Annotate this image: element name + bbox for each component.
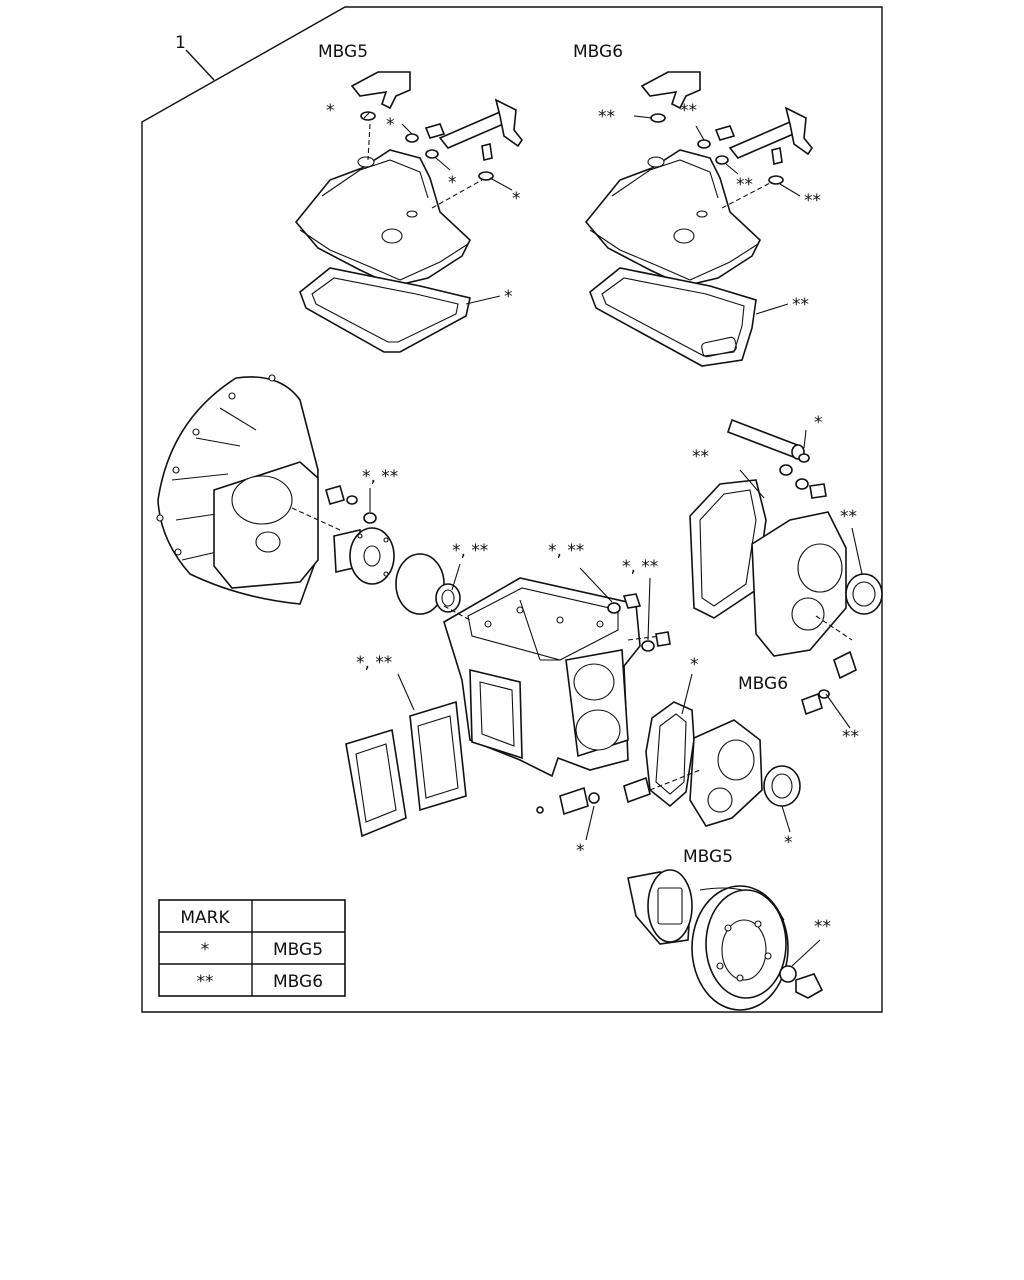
mark-8: ** — [736, 175, 753, 195]
label-mbg5-bottom: MBG5 — [683, 847, 733, 867]
mark-6: ** — [598, 107, 615, 127]
mark-11: *, ** — [362, 467, 398, 487]
side-cover-plates — [345, 700, 467, 838]
mark-12: *, ** — [452, 541, 488, 561]
mark-17: * — [814, 413, 823, 433]
mark-21: * — [576, 841, 585, 861]
mark-15: *, ** — [356, 653, 392, 673]
mark-3: * — [448, 173, 457, 193]
bolt-washers — [325, 485, 377, 524]
legend-row1-mark: * — [201, 940, 210, 960]
mark-14: *, ** — [622, 557, 658, 577]
legend-row2-mark: ** — [197, 972, 214, 992]
mark-10: ** — [792, 295, 809, 315]
rear-cover-mbg6 — [689, 418, 883, 716]
mark-18: ** — [840, 507, 857, 527]
legend-row2-model: MBG6 — [273, 972, 323, 992]
mark-7: ** — [680, 101, 697, 121]
label-mbg6-top: MBG6 — [573, 42, 623, 62]
mark-4: * — [512, 189, 521, 209]
leader-lines — [363, 111, 863, 967]
label-mbg5-top: MBG5 — [318, 42, 368, 62]
companion-flange-drum — [627, 869, 824, 1011]
shift-cover-mbg6 — [584, 71, 813, 367]
mark-5: * — [504, 287, 513, 307]
mark-13: *, ** — [548, 541, 584, 561]
shift-cover-mbg5 — [294, 71, 523, 353]
legend-row1-model: MBG5 — [273, 940, 323, 960]
mark-23: ** — [814, 917, 831, 937]
legend-header-mark: MARK — [180, 908, 230, 928]
mark-19: * — [690, 655, 699, 675]
mark-20: ** — [842, 727, 859, 747]
item-number: 1 — [175, 33, 186, 53]
label-mbg6-mid: MBG6 — [738, 674, 788, 694]
mark-22: * — [784, 833, 793, 853]
bearing-retainer — [333, 527, 395, 585]
clutch-housing — [156, 374, 341, 605]
legend-table: MARK * MBG5 ** MBG6 — [158, 899, 346, 997]
mark-1: * — [326, 101, 335, 121]
mark-16: ** — [692, 447, 709, 467]
mark-2: * — [386, 115, 395, 135]
transmission-case — [443, 577, 661, 778]
item-number-leader — [185, 49, 215, 81]
diagram-frame — [141, 6, 883, 1013]
mark-9: ** — [804, 191, 821, 211]
rear-cover-mbg5 — [536, 701, 801, 827]
